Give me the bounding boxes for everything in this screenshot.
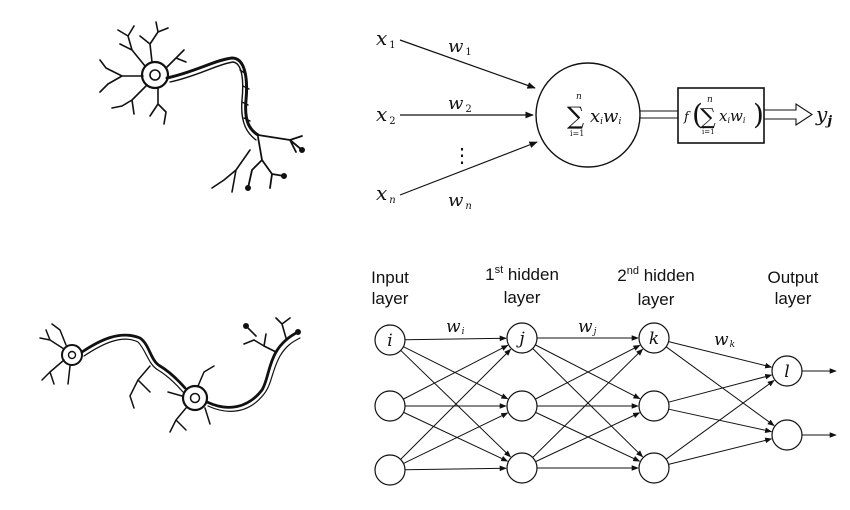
sum-lower: i=1 — [570, 129, 584, 138]
node-layer1-1 — [506, 390, 538, 422]
activation-lower: i=1 — [702, 128, 715, 136]
edge-L0-2-to-0 — [400, 348, 512, 460]
layer-label-output: Output — [767, 268, 818, 287]
weight-wi: wi — [446, 317, 465, 337]
edge-L0-1-to-2 — [403, 411, 509, 462]
activation-term: xiwi — [719, 107, 746, 125]
edge-L0-0-to-0 — [404, 335, 507, 342]
sum-upper: n — [576, 92, 582, 102]
neuron-illustration-bottom — [39, 317, 301, 433]
edge-L0-2-to-1 — [403, 412, 509, 464]
weight-wj: wj — [578, 317, 597, 337]
input-arrow-n — [399, 141, 538, 196]
network-edges — [400, 335, 837, 472]
node-layer2-0 — [638, 322, 670, 354]
neuron-illustration-top — [99, 21, 305, 193]
node-layer1-0 — [506, 322, 538, 354]
node-layer1-2 — [506, 452, 538, 484]
ellipsis: ⋮ — [452, 143, 472, 167]
output-arrow — [764, 102, 814, 127]
activation-box — [677, 87, 765, 144]
node-label-layer0: i — [387, 331, 392, 351]
output-yj: yj — [815, 102, 832, 129]
edge-L1-2-to-1 — [535, 412, 641, 463]
layer-label-input-2: layer — [372, 289, 409, 308]
node-label-layer2: k — [649, 329, 659, 349]
sum-symbol: ∑ — [567, 102, 584, 130]
layer-label-hidden2-2: layer — [638, 290, 675, 309]
edge-L2-0-to-0 — [668, 341, 773, 369]
node-layer0-1 — [374, 390, 406, 422]
input-arrow-1 — [399, 39, 536, 89]
activation-upper: n — [707, 95, 713, 105]
summation-node — [535, 62, 641, 168]
node-layer0-2 — [374, 454, 406, 486]
layer-label-input: Input — [371, 268, 409, 287]
edge-L0-2-to-2 — [404, 465, 507, 472]
weight-wk: wk — [714, 330, 735, 350]
node-layer3-0 — [771, 355, 803, 387]
layer-label-hidden1: 1st hidden — [485, 264, 559, 284]
node-label-layer3: l — [784, 362, 789, 382]
network-nodes: i j k l — [374, 322, 803, 486]
layer-label-hidden1-2: layer — [504, 288, 541, 307]
activation-sum: ∑ — [700, 105, 716, 130]
layer-label-output-2: layer — [775, 289, 812, 308]
node-label-layer1: j — [515, 329, 525, 349]
activation-f: f — [683, 110, 691, 125]
neural-network: i j k l Input layer 1st hidden layer 2nd hi… — [371, 264, 837, 486]
sum-term: xiwi — [590, 106, 621, 127]
edge-L2-2-to-1 — [668, 437, 773, 465]
edge-L2-2-to-0 — [665, 380, 775, 460]
edge-L1-1-to-0 — [535, 344, 641, 400]
edge-L0-1-to-0 — [403, 344, 509, 400]
node-layer3-1 — [771, 419, 803, 451]
activation-paren-close: ) — [753, 98, 764, 131]
edge-L2-0-to-1 — [665, 346, 775, 426]
layer-label-hidden2: 2nd hidden — [617, 265, 695, 285]
edge-L1-2-to-0 — [532, 348, 644, 458]
node-layer0-0 — [374, 324, 406, 356]
activation-paren-open: ( — [692, 98, 703, 131]
edge-L2-1-to-0 — [668, 373, 773, 403]
node-layer2-1 — [638, 390, 670, 422]
node-layer2-2 — [638, 452, 670, 484]
